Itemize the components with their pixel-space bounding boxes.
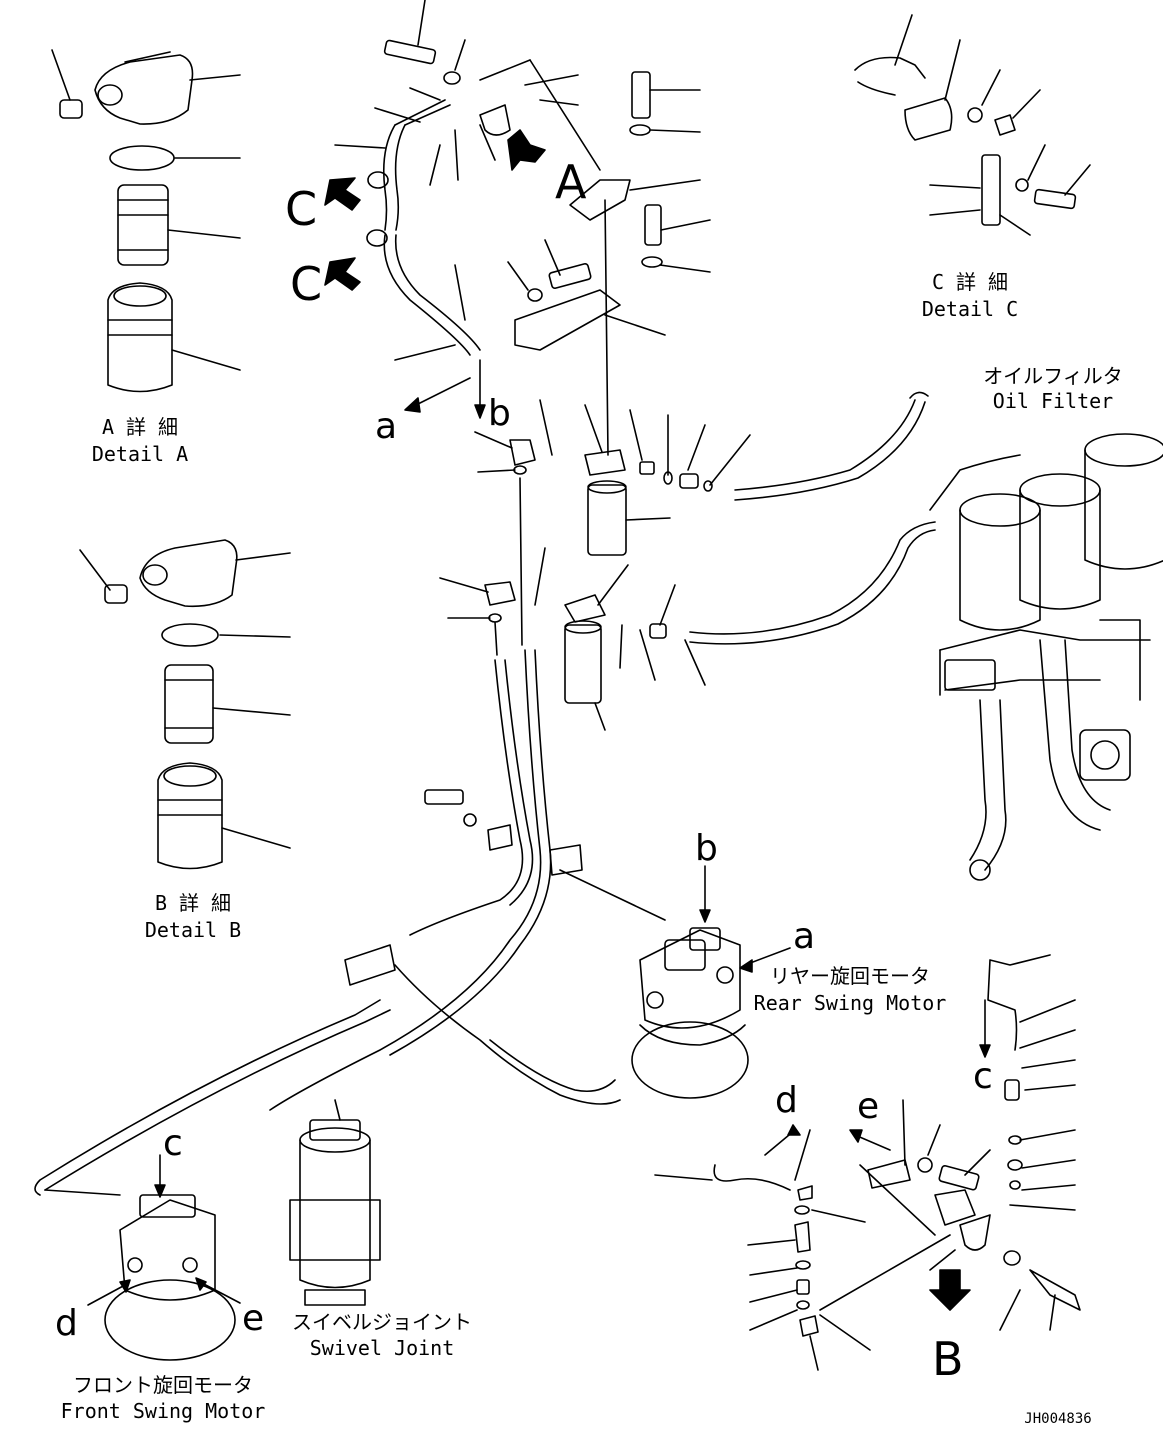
- oil-filter-en: Oil Filter: [993, 389, 1113, 413]
- conn-e-right: e: [857, 1086, 879, 1127]
- conn-b-top: b: [488, 393, 511, 434]
- engine-pump-assembly: [939, 433, 1163, 881]
- oil-filter-ja: オイルフィルタ: [983, 364, 1123, 388]
- detail-a-assembly: [51, 49, 241, 393]
- detail-c-assembly: [854, 14, 1091, 236]
- conn-b-motor: b: [695, 828, 718, 869]
- conn-d-right: d: [775, 1080, 798, 1121]
- conn-a-top: a: [375, 406, 397, 447]
- oil-filter-center: [439, 391, 1021, 731]
- conn-c-front: c: [163, 1123, 183, 1164]
- front-swing-motor: [44, 1154, 241, 1361]
- swivel-joint: [289, 1099, 381, 1306]
- conn-d-front: d: [55, 1303, 78, 1344]
- view-marker-c-lower: C: [290, 257, 322, 311]
- swivel-joint-ja: スイベルジョイント: [292, 1310, 472, 1334]
- rear-swing-motor-en: Rear Swing Motor: [754, 991, 947, 1015]
- drawing-code: JH004836: [1024, 1411, 1091, 1427]
- conn-e-front: e: [242, 1298, 264, 1339]
- front-swing-motor-ja: フロント旋回モータ: [73, 1373, 253, 1397]
- detail-a-en: Detail A: [92, 442, 188, 466]
- swivel-joint-en: Swivel Joint: [310, 1336, 455, 1360]
- view-marker-c-upper: C: [285, 182, 317, 236]
- conn-c-right: c: [973, 1056, 993, 1097]
- detail-c-en: Detail C: [922, 297, 1018, 321]
- center-hoses: [34, 477, 666, 1196]
- view-marker-b: B: [932, 1332, 964, 1386]
- rear-swing-motor-ja: リヤー旋回モータ: [770, 964, 930, 988]
- top-hose-assembly: [324, 0, 711, 456]
- rear-swing-motor: [631, 865, 791, 1099]
- detail-a-ja: A 詳 細: [102, 415, 178, 439]
- view-marker-a: A: [555, 155, 587, 209]
- front-swing-motor-en: Front Swing Motor: [61, 1399, 266, 1423]
- detail-c-ja: C 詳 細: [932, 270, 1008, 294]
- detail-b-ja: B 詳 細: [155, 891, 231, 915]
- detail-b-en: Detail B: [145, 918, 241, 942]
- detail-b-assembly: [79, 539, 291, 870]
- bottom-right-assembly: [654, 954, 1081, 1371]
- conn-a-motor: a: [793, 916, 815, 957]
